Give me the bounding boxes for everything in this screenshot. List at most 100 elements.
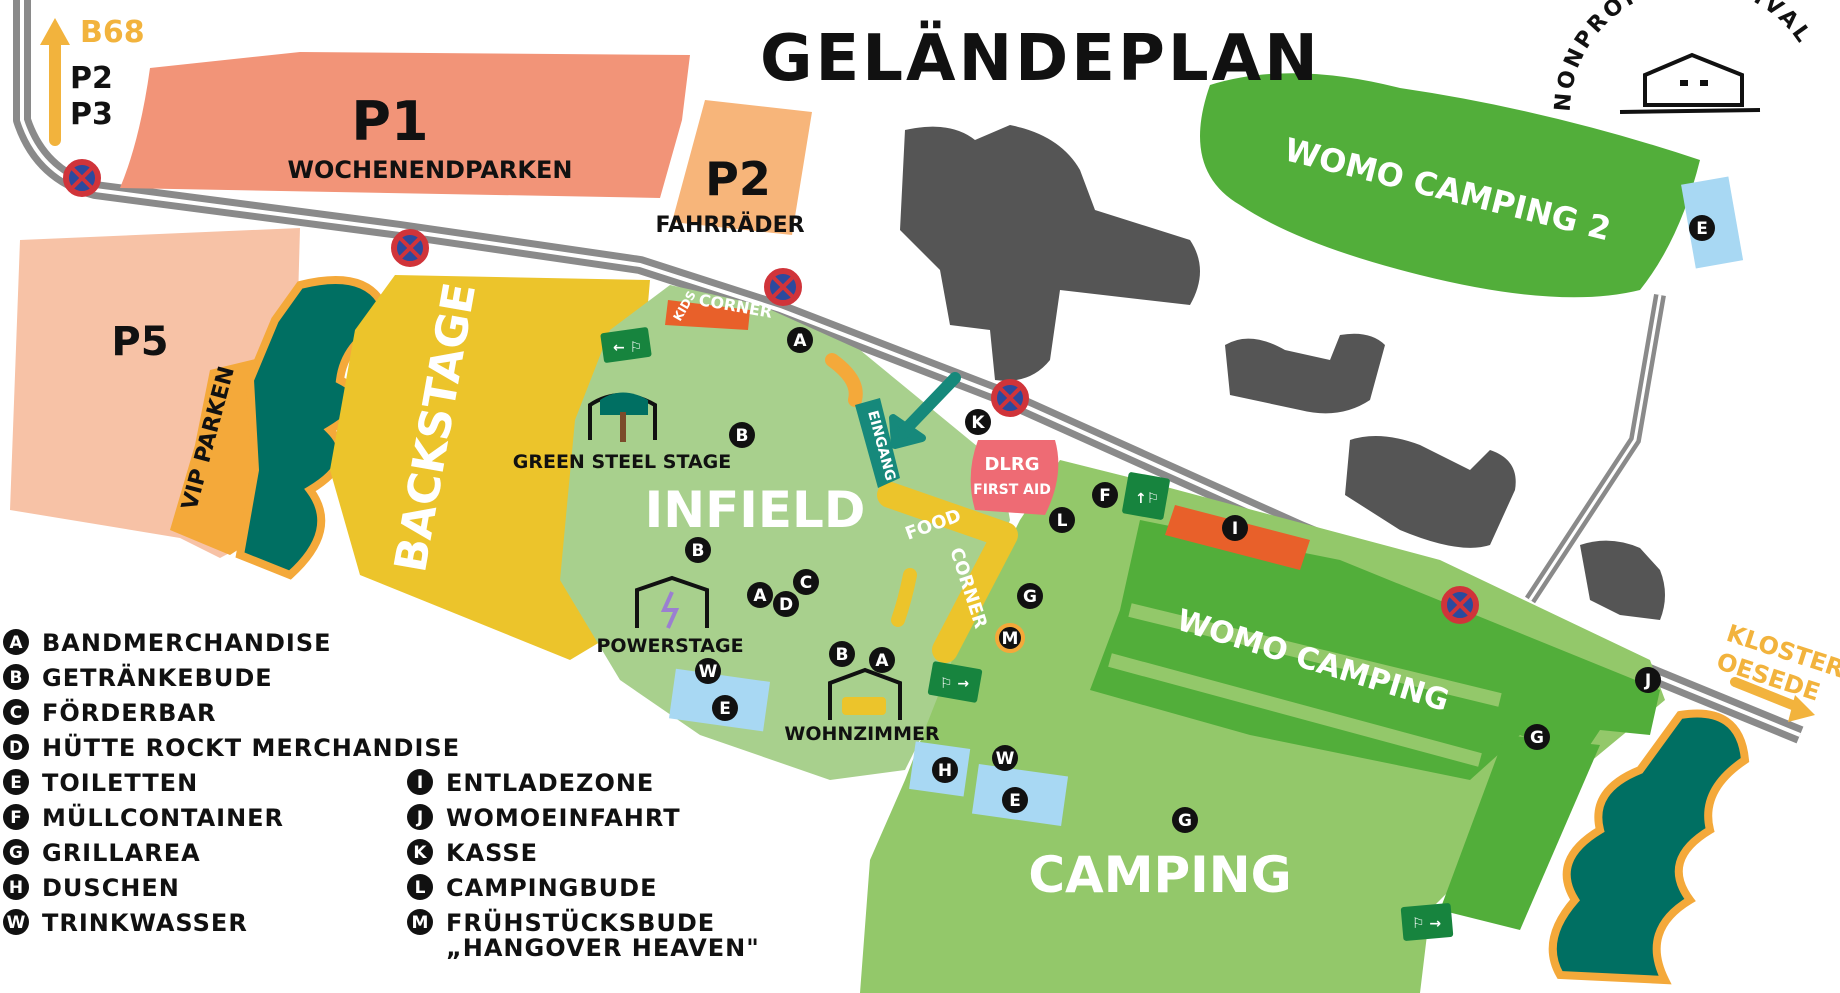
svg-text:⚐ →: ⚐ →	[1412, 916, 1441, 932]
wohnzimmer-icon	[828, 667, 902, 720]
svg-text:F: F	[1099, 486, 1111, 506]
camping-right-strip	[1440, 735, 1600, 930]
area-p2[interactable]	[672, 100, 812, 235]
legend-label: FÖRDERBAR	[42, 697, 216, 727]
kids-corner-banner[interactable]	[665, 300, 750, 330]
marker-b-2[interactable]: B	[685, 537, 711, 563]
svg-text:A: A	[875, 651, 889, 671]
marker-w-1[interactable]: W	[695, 658, 721, 684]
marker-m[interactable]: M	[995, 623, 1025, 653]
legend-label: TOILETTEN	[42, 769, 198, 797]
svg-text:E: E	[719, 699, 731, 719]
svg-text:H: H	[938, 761, 952, 781]
eingang-sign[interactable]	[855, 398, 900, 488]
marker-l[interactable]: L	[1049, 507, 1075, 533]
dlrg-first-aid[interactable]	[970, 440, 1059, 515]
festival-logo: NONPROFIT FESTIVAL	[1551, 0, 1814, 114]
legend-marker	[3, 874, 29, 900]
road-arrow-kloster-oesede	[1730, 677, 1815, 722]
legend-key: E	[10, 773, 22, 793]
legend-label: DUSCHEN	[42, 874, 180, 902]
page-title: GELÄNDEPLAN	[760, 20, 1321, 96]
road-label-b68: B68	[80, 15, 145, 50]
food-corner-small	[891, 568, 917, 627]
svg-text:G: G	[1530, 728, 1544, 748]
exit-sign-backstage[interactable]: ← ⚐	[600, 327, 652, 363]
legend-label: TRINKWASSER	[42, 909, 248, 937]
marker-a-3[interactable]: A	[869, 647, 895, 673]
p2-subtitle: FAHRRÄDER	[655, 212, 804, 238]
infield-label: INFIELD	[645, 481, 866, 539]
legend-marker	[3, 664, 29, 690]
road-sublabel-p2: P2	[70, 61, 113, 96]
marker-e-2[interactable]: E	[1002, 787, 1028, 813]
svg-text:L: L	[1057, 511, 1068, 531]
exit-sign-top[interactable]: ↑⚐	[1122, 472, 1171, 521]
road-sublabel-p3: P3	[70, 97, 113, 132]
marker-b-3[interactable]: B	[829, 641, 855, 667]
legend-label: FRÜHSTÜCKSBUDE	[446, 907, 715, 937]
svg-text:W: W	[699, 662, 718, 682]
first-aid-label: FIRST AID	[973, 482, 1051, 498]
svg-text:B: B	[692, 541, 705, 561]
marker-d[interactable]: D	[773, 591, 799, 617]
exit-sign-camping[interactable]: ⚐ →	[1400, 903, 1454, 941]
legend-marker	[3, 734, 29, 760]
svg-text:W: W	[996, 749, 1015, 769]
food-corner-path[interactable]	[877, 482, 1018, 663]
marker-a-1[interactable]: A	[787, 327, 813, 353]
legend-row-i: I ENTLADEZONE	[407, 769, 654, 797]
marker-w-2[interactable]: W	[992, 745, 1018, 771]
legend-marker	[3, 804, 29, 830]
svg-text:M: M	[1002, 629, 1019, 649]
area-p1[interactable]	[120, 52, 690, 198]
legend-marker	[407, 769, 433, 795]
marker-e-3[interactable]: E	[1689, 215, 1715, 241]
womo-camping-lane-1	[1128, 603, 1502, 707]
camping-label: CAMPING	[1028, 846, 1291, 904]
marker-g-3[interactable]: G	[1524, 724, 1550, 750]
marker-i[interactable]: I	[1222, 515, 1248, 541]
marker-k[interactable]: K	[965, 409, 991, 435]
legend-key: I	[417, 773, 423, 793]
svg-text:A: A	[793, 331, 807, 351]
marker-b-1[interactable]: B	[729, 422, 755, 448]
legend-key: F	[10, 808, 22, 828]
svg-text:G: G	[1023, 587, 1037, 607]
green-steel-stage-icon	[588, 392, 657, 442]
marker-h[interactable]: H	[932, 757, 958, 783]
marker-f[interactable]: F	[1092, 482, 1118, 508]
legend-key: A	[9, 633, 23, 653]
area-womo-camping[interactable]	[1090, 520, 1660, 780]
marker-g-1[interactable]: G	[1017, 583, 1043, 609]
entrance-arrow	[889, 372, 961, 449]
legend-label: KASSE	[446, 839, 538, 867]
marker-e-1[interactable]: E	[712, 695, 738, 721]
green-steel-stage-label: GREEN STEEL STAGE	[513, 451, 731, 473]
exit-sign-infield[interactable]: ⚐ →	[927, 661, 983, 703]
marker-c[interactable]: C	[793, 569, 819, 595]
marker-a-2[interactable]: A	[747, 582, 773, 608]
svg-text:⚐ →: ⚐ →	[940, 676, 969, 692]
marker-g-2[interactable]: G	[1172, 807, 1198, 833]
marker-j[interactable]: J	[1635, 667, 1661, 693]
legend-key: L	[415, 878, 426, 898]
svg-text:D: D	[779, 595, 793, 615]
area-womo-camping-2[interactable]	[1200, 73, 1700, 298]
svg-text:← ⚐: ← ⚐	[613, 340, 642, 356]
svg-text:K: K	[971, 413, 985, 433]
area-infield[interactable]	[560, 285, 1010, 780]
legend-row-e: E TOILETTEN	[3, 769, 198, 797]
legend-marker	[407, 839, 433, 865]
infield-yellow-path	[825, 353, 863, 407]
legend-label-m-line2: „HANGOVER HEAVEN"	[446, 934, 760, 962]
legend-label: ENTLADEZONE	[446, 769, 654, 797]
